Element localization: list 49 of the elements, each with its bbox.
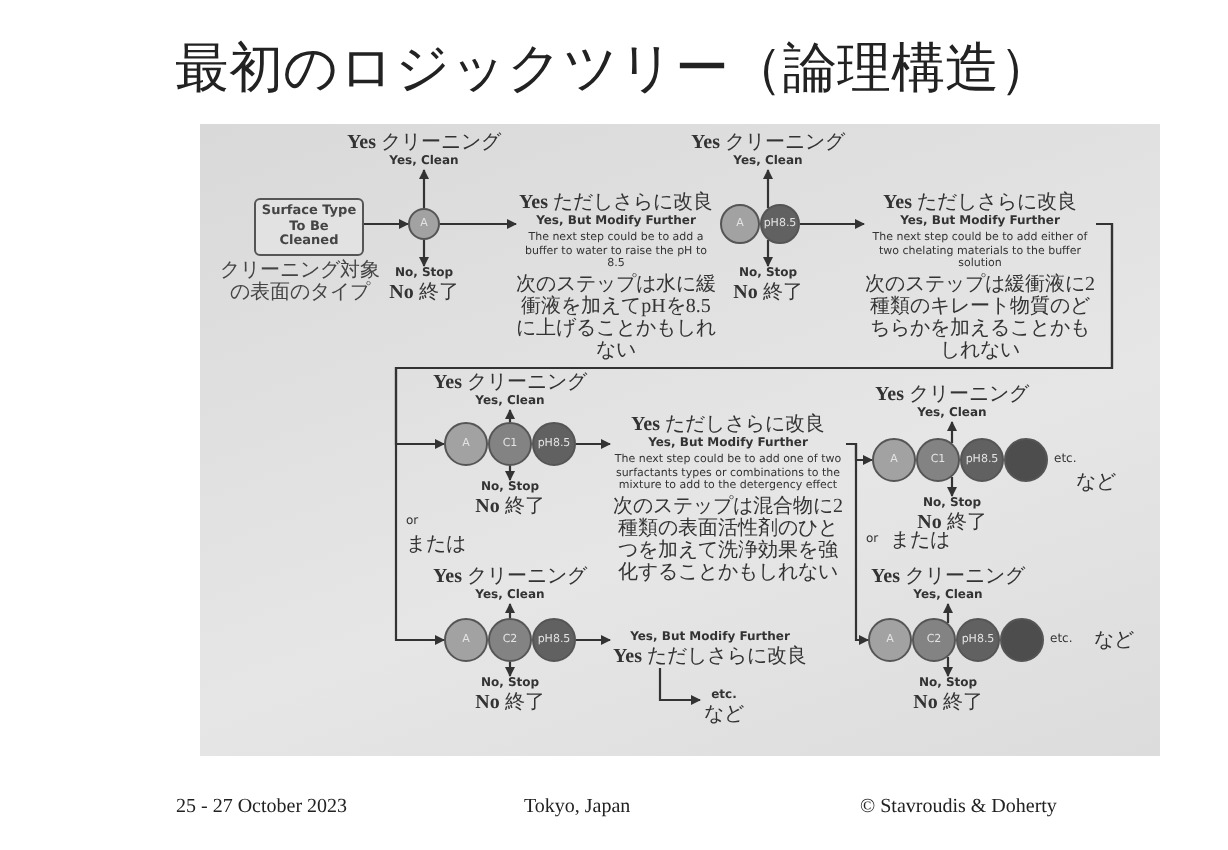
answer-label: など	[704, 704, 744, 726]
slide-title: 最初のロジックツリー（論理構造）	[175, 36, 1053, 104]
footer-text: Tokyo, Japan	[524, 796, 631, 818]
answer-label: Yes クリーニング	[875, 384, 1029, 406]
answer-label: No 終了	[913, 692, 983, 714]
arrow	[505, 662, 515, 677]
branch-label: または	[406, 532, 466, 558]
footer-text: 25 - 27 October 2023	[176, 796, 348, 818]
answer-label: Yes クリーニング	[347, 132, 501, 154]
arrow	[364, 219, 409, 229]
answer-label: Yes ただしさらに改良	[519, 192, 713, 214]
answer-label: No 終了	[475, 692, 545, 714]
arrow	[763, 169, 773, 208]
arrow	[763, 240, 773, 267]
answer-label: No 終了	[389, 282, 459, 304]
arrow	[505, 409, 515, 422]
arrow	[658, 668, 701, 705]
step-description: 次のステップは水に緩衝液を加えてpHを8.5に上げることかもしれない	[516, 273, 716, 361]
arrow	[943, 603, 953, 624]
answer-label: Yes クリーニング	[691, 132, 845, 154]
branch-label: または	[890, 530, 950, 554]
arrow	[505, 603, 515, 618]
answer-label: Yes クリーニング	[871, 566, 1025, 588]
arrow	[943, 656, 953, 677]
arrow	[394, 222, 1114, 645]
branch-label: など	[1076, 470, 1116, 496]
arrow	[576, 635, 611, 645]
arrow	[505, 466, 515, 481]
step-description: 次のステップは混合物に2種類の表面活性剤のひとつを加えて洗浄効果を強化することかもしれない	[611, 495, 845, 583]
arrow	[846, 442, 869, 645]
arrow	[576, 439, 611, 449]
answer-label: Yes クリーニング	[433, 566, 587, 588]
branch-label: など	[1094, 628, 1134, 654]
answer-label: Yes ただしさらに改良	[631, 414, 825, 436]
answer-label: Yes ただしさらに改良	[613, 646, 807, 668]
answer-label: No 終了	[733, 282, 803, 304]
answer-label: Yes クリーニング	[433, 372, 587, 394]
answer-label: Yes ただしさらに改良	[883, 192, 1077, 214]
arrow	[419, 240, 429, 267]
box-caption: クリーニング対象の表面のタイプ	[218, 260, 382, 304]
arrow	[419, 169, 429, 208]
arrow	[800, 219, 865, 229]
answer-label: No 終了	[917, 512, 987, 534]
arrow	[947, 476, 957, 497]
arrow	[947, 421, 957, 444]
answer-label: No 終了	[475, 496, 545, 518]
footer-text: © Stavroudis & Doherty	[860, 796, 1057, 818]
step-description: 次のステップは緩衝液に2種類のキレート物質のどちらかを加えることかもしれない	[864, 273, 1096, 361]
arrow	[440, 219, 517, 229]
